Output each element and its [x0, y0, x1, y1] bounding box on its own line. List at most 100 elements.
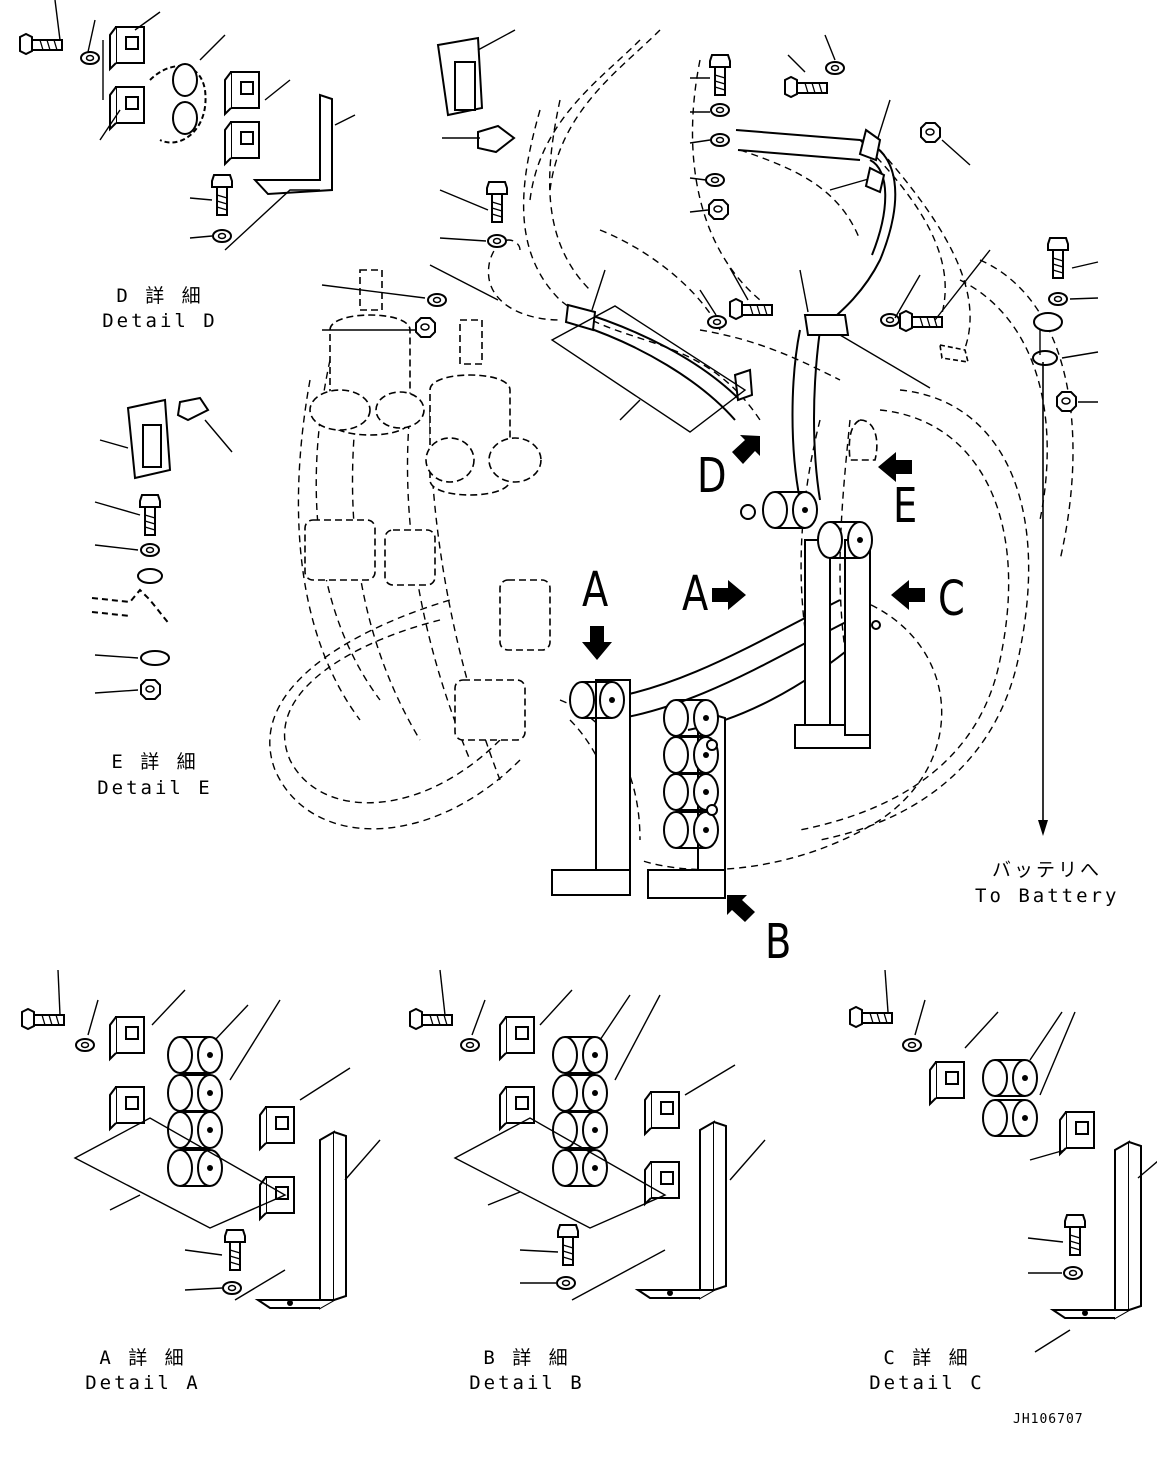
clamp-icon: [109, 26, 145, 70]
cable-icon: [91, 588, 171, 626]
arrow-b-icon: [727, 895, 755, 922]
detail-a-exploded: [21, 969, 381, 1309]
terminal-icon: [427, 293, 447, 307]
clamp-icon: [1059, 1111, 1095, 1155]
view-marker-b: B: [765, 914, 792, 970]
top-right-parts: [550, 34, 991, 433]
washer-icon: [212, 229, 232, 243]
arrow-e-icon: [878, 452, 912, 482]
bolt-icon: [899, 310, 943, 332]
view-marker-d: D: [697, 448, 727, 504]
detail-e-label-en: Detail E: [97, 777, 213, 799]
clamp-icon: [803, 314, 850, 336]
bolt-icon: [19, 33, 63, 55]
washer-icon: [487, 234, 507, 248]
clamp-icon: [109, 1016, 145, 1060]
top-center-parts: [436, 29, 516, 248]
cable-saddle-icon: [663, 811, 719, 849]
detail-e-label-jp: E 詳 細: [111, 751, 199, 773]
detail-c-label-jp: C 詳 細: [883, 1347, 971, 1369]
clamp-icon: [644, 1161, 680, 1205]
washer-icon: [75, 1038, 95, 1052]
clamp-icon: [109, 86, 145, 130]
battery-label-en: To Battery: [975, 885, 1120, 907]
bracket-icon: [257, 1131, 347, 1309]
bolt-icon: [784, 76, 828, 98]
detail-c-exploded: [849, 969, 1157, 1353]
switch-hardware: [321, 264, 499, 338]
detail-e-exploded: [91, 396, 233, 700]
terminal-icon: [140, 650, 170, 666]
clamp-icon: [109, 1086, 145, 1130]
cable-saddle-icon: [167, 1036, 223, 1074]
view-marker-a-top: A: [582, 562, 609, 618]
main-brackets: [551, 491, 881, 899]
washer-icon: [902, 1038, 922, 1052]
cable-saddle-icon: [172, 101, 198, 135]
nut-icon: [415, 317, 436, 338]
view-marker-e: E: [893, 478, 918, 534]
terminal-icon: [1033, 312, 1063, 332]
clamp-icon: [864, 166, 886, 194]
cable-saddle-icon: [167, 1149, 223, 1187]
terminal-icon: [710, 133, 730, 147]
detail-a-label-en: Detail A: [85, 1372, 201, 1394]
washer-icon: [710, 103, 730, 117]
washer-icon: [140, 543, 160, 557]
clamp-icon: [499, 1086, 535, 1130]
terminal-icon: [1032, 350, 1058, 366]
washer-icon: [556, 1276, 576, 1290]
cable-saddle-icon: [552, 1149, 608, 1187]
bolt-icon: [1047, 237, 1069, 279]
clamp-icon: [259, 1106, 295, 1150]
arrow-d-icon: [732, 435, 760, 464]
washer-icon: [707, 315, 727, 329]
callout-box: [550, 305, 747, 433]
detail-c-label-en: Detail C: [869, 1372, 985, 1394]
detail-b-exploded: [409, 969, 766, 1301]
terminal-icon: [137, 568, 163, 584]
clamp-icon: [564, 303, 597, 332]
detail-d-exploded: [19, 0, 356, 251]
bracket-icon: [637, 1121, 727, 1299]
cap-icon: [176, 396, 210, 422]
clamp-icon: [499, 1016, 535, 1060]
clamp-icon: [733, 368, 754, 402]
bolt-icon: [409, 1008, 453, 1030]
cable-saddle-icon: [552, 1036, 608, 1074]
battery-label-jp: バッテリへ: [991, 859, 1102, 881]
bolt-icon: [729, 298, 773, 320]
bolt-icon: [557, 1224, 579, 1266]
detail-b-label-jp: B 詳 細: [483, 1347, 571, 1369]
cable-saddle-icon: [167, 1111, 223, 1149]
drawing-code: JH106707: [1013, 1412, 1084, 1427]
washer-icon: [222, 1281, 242, 1295]
view-marker-c: C: [938, 571, 965, 627]
nut-icon: [920, 122, 941, 143]
bolt-icon: [211, 174, 233, 216]
battery-cable: [1032, 237, 1099, 836]
detail-b-label-en: Detail B: [469, 1372, 585, 1394]
bolt-icon: [139, 494, 161, 536]
cable-saddle-icon: [552, 1111, 608, 1149]
bolt-icon: [1064, 1214, 1086, 1256]
cable-saddle-icon: [663, 699, 719, 737]
clamp-icon: [644, 1091, 680, 1135]
clamp-icon: [224, 121, 260, 165]
clamp-icon: [858, 128, 882, 162]
cable-saddle-icon: [982, 1099, 1038, 1137]
cable-saddle-icon: [552, 1074, 608, 1112]
washer-icon: [825, 61, 845, 75]
clamp-icon: [224, 71, 260, 115]
arrow-a-down-icon: [582, 626, 612, 660]
arrow-a-right-icon: [712, 580, 746, 610]
detail-d-label-en: Detail D: [102, 310, 218, 332]
cable-saddle-icon: [982, 1059, 1038, 1097]
arrow-down-icon: [1038, 820, 1048, 836]
cable-saddle-icon: [172, 63, 198, 97]
bolt-icon: [486, 181, 508, 223]
bolt-icon: [21, 1008, 65, 1030]
washer-icon: [1063, 1266, 1083, 1280]
cable-saddle-icon: [762, 491, 818, 529]
